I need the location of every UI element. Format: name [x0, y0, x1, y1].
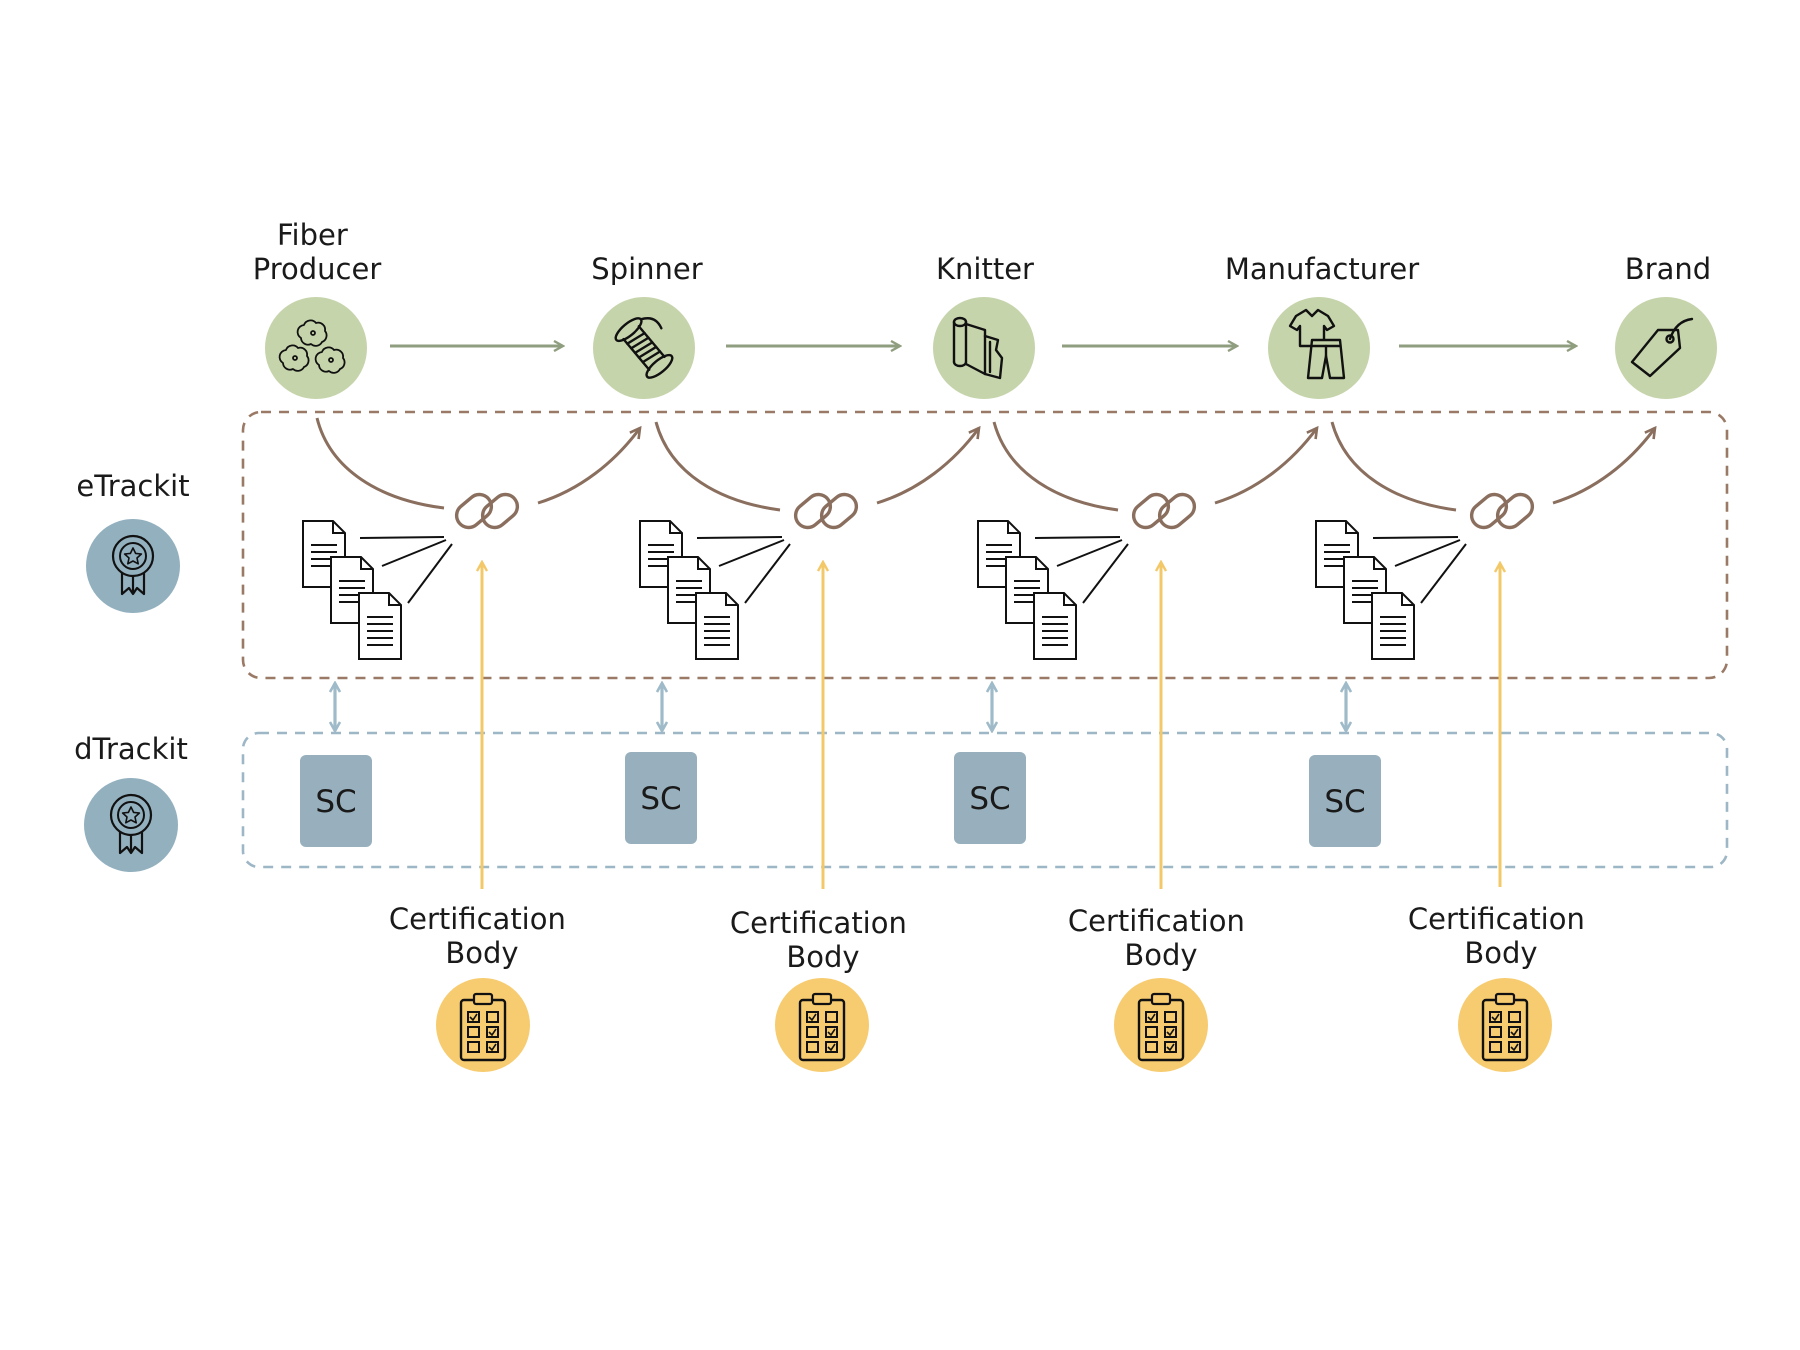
- chain-link-icon: [1465, 487, 1539, 535]
- document-stack-icon: [639, 520, 739, 660]
- svg-text:SC: SC: [640, 781, 681, 817]
- document-stack-icon: [1315, 520, 1415, 660]
- chain-link-icon: [1127, 487, 1201, 535]
- layer-label-dtrackit: dTrackit: [74, 732, 188, 766]
- spool-icon: [614, 317, 674, 379]
- etrackit-link-group-3: [977, 421, 1317, 889]
- cert-body-label-2: Certification Body: [730, 906, 916, 974]
- layer-label-etrackit: eTrackit: [76, 469, 189, 503]
- etrackit-link-group-1: [302, 417, 640, 889]
- cert-body-label-3: Certification Body: [1068, 904, 1254, 972]
- smart-contract-4: SC: [1309, 755, 1381, 847]
- cert-body-1: [436, 978, 530, 1072]
- smart-contract-3: SC: [954, 752, 1026, 844]
- chain-link-icon: [450, 487, 524, 535]
- smart-contract-1: SC: [300, 755, 372, 847]
- dtrackit-container: [241, 731, 1729, 869]
- garment-icon: [1288, 308, 1346, 380]
- etrackit-link-group-4: [1315, 421, 1655, 887]
- stage-brand: [1615, 297, 1717, 399]
- stage-knitter: [933, 297, 1035, 399]
- smart-contract-2: SC: [625, 752, 697, 844]
- document-stack-icon: [302, 520, 402, 660]
- layer-badge-dtrackit: [84, 778, 178, 872]
- cert-body-3: [1114, 978, 1208, 1072]
- cert-body-2: [775, 978, 869, 1072]
- tag-icon: [1630, 317, 1694, 378]
- stage-label-manufacturer: Manufacturer: [1225, 252, 1419, 286]
- cotton-icon: [278, 319, 346, 374]
- stage-spinner: [593, 297, 695, 399]
- document-stack-icon: [977, 520, 1077, 660]
- etrackit-link-group-2: [639, 421, 979, 889]
- cert-body-label-4: Certification Body: [1408, 902, 1594, 970]
- etrackit-container: [241, 410, 1729, 680]
- cert-body-label-1: Certification Body: [389, 902, 575, 970]
- cert-body-4: [1458, 978, 1552, 1072]
- chain-link-icon: [789, 487, 863, 535]
- stage-label-spinner: Spinner: [591, 252, 702, 286]
- layer-badge-etrackit: [86, 519, 180, 613]
- svg-text:SC: SC: [1324, 784, 1365, 820]
- stage-fiber-producer: [265, 297, 367, 399]
- stage-label-fiber-producer: Fiber Producer: [253, 218, 382, 286]
- stage-manufacturer: [1268, 297, 1370, 399]
- fabric-roll-icon: [952, 316, 1004, 380]
- stage-label-brand: Brand: [1625, 252, 1711, 286]
- stage-label-knitter: Knitter: [936, 252, 1034, 286]
- svg-text:SC: SC: [969, 781, 1010, 817]
- svg-text:SC: SC: [315, 784, 356, 820]
